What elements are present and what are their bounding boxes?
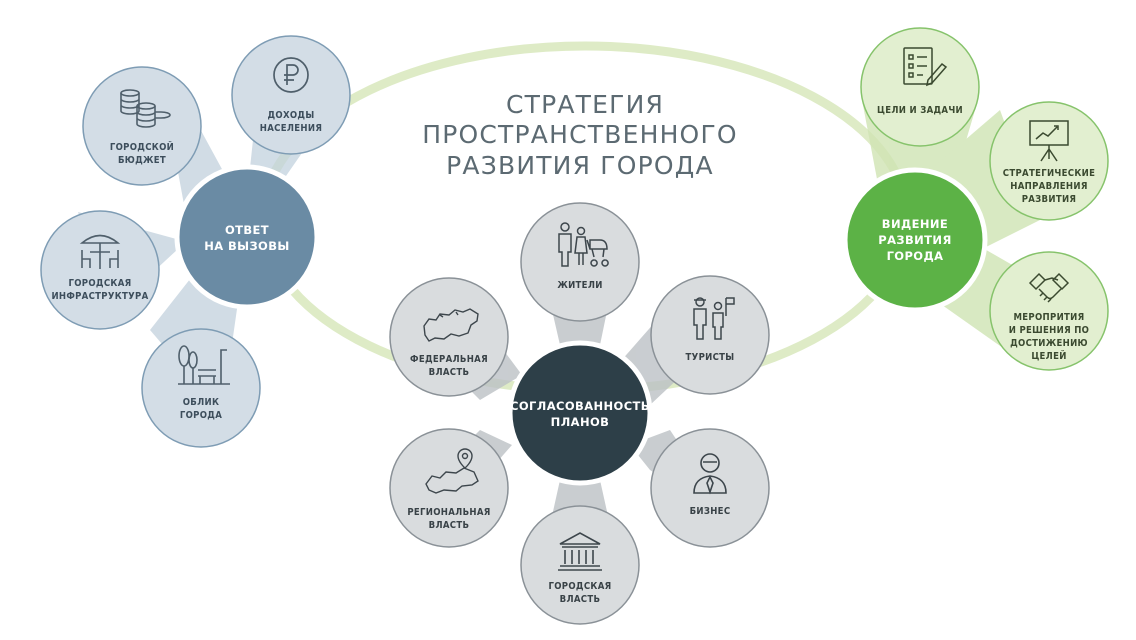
node-business[interactable]: БИЗНЕС [650, 428, 770, 548]
node-label: ФЕДЕРАЛЬНАЯ [410, 354, 488, 365]
hub-label: ОТВЕТ [225, 223, 269, 237]
node-label: МЕРОПРИТИЯ [1013, 312, 1084, 323]
tourists-icon [693, 297, 735, 340]
node-label: БИЗНЕС [690, 506, 731, 517]
node-label: ВЛАСТЬ [429, 367, 470, 378]
title-line: РАЗВИТИЯ ГОРОДА [446, 151, 714, 180]
title-line: СТРАТЕГИЯ [506, 90, 664, 119]
cluster-plan-coherence: ЖИТЕЛИ ТУРИСТЫ БИЗНЕС [389, 202, 770, 625]
node-label: ИНФРАСТРУКТУРА [51, 291, 148, 302]
node-label: НАПРАВЛЕНИЯ [1010, 181, 1087, 192]
hub-label: НА ВЫЗОВЫ [204, 239, 289, 253]
cafe-table-icon [79, 234, 121, 269]
chart-board-icon [1029, 120, 1069, 162]
hub-label: ГОРОДА [887, 249, 944, 263]
russia-map-icon [423, 308, 479, 342]
node-goals-tasks[interactable]: ЦЕЛИ И ЗАДАЧИ [860, 27, 980, 147]
node-label: СТРАТЕГИЧЕСКИЕ [1003, 168, 1095, 179]
node-label: ЦЕЛЕЙ [1031, 350, 1066, 362]
node-label: БЮДЖЕТ [118, 155, 166, 166]
region-map-pin-icon [425, 448, 479, 494]
hub-label: РАЗВИТИЯ [878, 233, 951, 247]
node-city-authority[interactable]: ГОРОДСКАЯ ВЛАСТЬ [520, 505, 640, 625]
node-label: НАСЕЛЕНИЯ [260, 123, 322, 134]
node-label: ГОРОДСКАЯ [68, 278, 131, 289]
family-icon [558, 222, 609, 267]
title-line: ПРОСТРАНСТВЕННОГО [422, 120, 738, 149]
node-city-infrastructure[interactable]: ГОРОДСКАЯ ИНФРАСТРУКТУРА [40, 210, 160, 330]
node-measures-decisions[interactable]: МЕРОПРИТИЯ И РЕШЕНИЯ ПО ДОСТИЖЕНИЮ ЦЕЛЕЙ [989, 251, 1109, 371]
diagram-title: СТРАТЕГИЯ ПРОСТРАНСТВЕННОГО РАЗВИТИЯ ГОР… [422, 90, 738, 180]
cluster-development-vision: ЦЕЛИ И ЗАДАЧИ СТРАТЕГИЧЕСКИЕ НАПРАВЛЕНИЯ… [842, 27, 1109, 371]
hub-plan-coherence[interactable]: СОГЛАСОВАННОСТЬ ПЛАНОВ [507, 340, 653, 486]
node-label: РАЗВИТИЯ [1022, 194, 1077, 205]
node-label: ВЛАСТЬ [429, 520, 470, 531]
node-label: ВЛАСТЬ [560, 594, 601, 605]
ruble-icon [273, 57, 309, 93]
hub-label: СОГЛАСОВАННОСТЬ [510, 399, 650, 413]
hub-label: ВИДЕНИЕ [882, 217, 948, 231]
hub-response-to-challenges[interactable]: ОТВЕТ НА ВЫЗОВЫ [174, 164, 320, 310]
node-label: ЦЕЛИ И ЗАДАЧИ [877, 105, 963, 116]
node-label: ТУРИСТЫ [686, 352, 735, 363]
node-label: ОБЛИК [183, 397, 220, 408]
node-label: РЕГИОНАЛЬНАЯ [407, 507, 490, 518]
node-label: ДОХОДЫ [268, 110, 315, 121]
node-label: ГОРОДСКАЯ [548, 581, 611, 592]
node-residents[interactable]: ЖИТЕЛИ [520, 202, 640, 322]
cluster-response-to-challenges: ГОРОДСКОЙ БЮДЖЕТ ДОХОДЫ НАСЕЛЕНИЯ ГОРОДС… [40, 35, 351, 448]
node-label: И РЕШЕНИЯ ПО [1009, 325, 1090, 336]
hub-development-vision[interactable]: ВИДЕНИЕ РАЗВИТИЯ ГОРОДА [842, 167, 988, 313]
node-label: ГОРОДСКОЙ [110, 141, 174, 153]
node-regional-authority[interactable]: РЕГИОНАЛЬНАЯ ВЛАСТЬ [389, 428, 509, 548]
node-city-appearance[interactable]: ОБЛИК ГОРОДА [141, 328, 261, 448]
coins-icon [120, 89, 171, 128]
node-population-income[interactable]: ДОХОДЫ НАСЕЛЕНИЯ [231, 35, 351, 155]
node-label: ЖИТЕЛИ [557, 280, 602, 291]
node-city-budget[interactable]: ГОРОДСКОЙ БЮДЖЕТ [82, 66, 202, 186]
checklist-icon [903, 47, 948, 87]
businessman-icon [693, 453, 727, 495]
park-bench-icon [178, 345, 230, 385]
government-building-icon [558, 532, 602, 571]
node-label: ГОРОДА [180, 410, 222, 421]
handshake-icon [1028, 272, 1070, 303]
node-tourists[interactable]: ТУРИСТЫ [650, 275, 770, 395]
node-strategic-directions[interactable]: СТРАТЕГИЧЕСКИЕ НАПРАВЛЕНИЯ РАЗВИТИЯ [989, 101, 1109, 221]
node-label: ДОСТИЖЕНИЮ [1010, 338, 1088, 349]
node-federal-authority[interactable]: ФЕДЕРАЛЬНАЯ ВЛАСТЬ [389, 277, 509, 397]
hub-label: ПЛАНОВ [551, 415, 610, 429]
